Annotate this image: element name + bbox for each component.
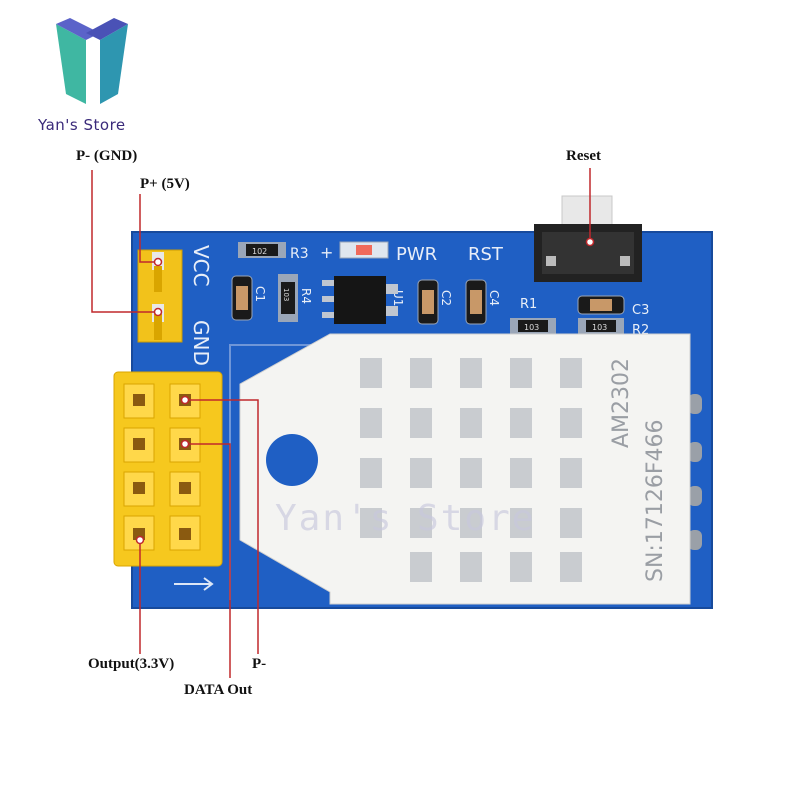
output-connector — [113, 371, 223, 567]
reset-callout: Reset — [566, 148, 601, 164]
p-minus-callout-line — [185, 399, 259, 654]
ic-u1 — [322, 276, 398, 324]
vcc-callout-line — [139, 194, 158, 263]
capacitor-c2 — [417, 279, 439, 325]
r1-label: R1 — [520, 297, 537, 312]
data-out-callout-line — [185, 443, 231, 678]
r4-label: R4 — [299, 288, 313, 304]
direction-arrow-icon — [174, 577, 214, 591]
data-out-callout: DATA Out — [184, 682, 253, 698]
resistor-r1: 103 — [510, 318, 556, 334]
resistor-r4: 103 — [278, 274, 298, 322]
am2302-sensor: AM2302 SN:17126F466 — [239, 333, 691, 605]
callout-dots — [135, 237, 595, 545]
sensor-serial-label: SN:17126F466 — [643, 420, 668, 582]
gnd-callout-line — [91, 170, 158, 313]
sensor-model-label: AM2302 — [609, 358, 634, 448]
gnd-label: GND — [189, 320, 213, 366]
callout-lines — [91, 168, 591, 678]
c2-label: C2 — [439, 290, 453, 306]
r2-value: 103 — [592, 323, 607, 332]
c3-label: C3 — [632, 303, 649, 318]
vcc-callout: P+ (5V) — [140, 176, 190, 192]
sensor-pins — [688, 394, 702, 550]
pwr-led — [339, 241, 389, 259]
gnd-callout: P- (GND) — [76, 148, 138, 164]
store-logo — [56, 18, 128, 104]
u1-label: U1 — [391, 290, 405, 306]
resistor-r3: 102 — [238, 242, 286, 258]
vcc-label: VCC — [189, 245, 213, 287]
resistor-r2: 103 — [578, 318, 624, 334]
c1-label: C1 — [253, 286, 267, 302]
store-watermark: Yan's Store — [275, 498, 536, 539]
p-minus-callout: P- — [252, 656, 267, 672]
r1-value: 103 — [524, 323, 539, 332]
mounting-hole — [266, 434, 318, 486]
c4-label: C4 — [487, 290, 501, 306]
rst-label: RST — [468, 244, 504, 265]
plus-label: + — [320, 243, 333, 262]
r4-value: 103 — [282, 288, 290, 301]
r3-value: 102 — [252, 247, 267, 256]
r3-label: R3 — [290, 246, 309, 262]
store-name: Yan's Store — [38, 116, 126, 134]
capacitor-c3 — [577, 295, 625, 315]
output-callout: Output(3.3V) — [88, 656, 175, 672]
capacitor-c4 — [465, 279, 487, 325]
power-pin-header — [137, 249, 183, 343]
reset-button[interactable] — [534, 195, 642, 282]
capacitor-c1 — [231, 275, 253, 321]
pwr-label: PWR — [396, 244, 437, 265]
